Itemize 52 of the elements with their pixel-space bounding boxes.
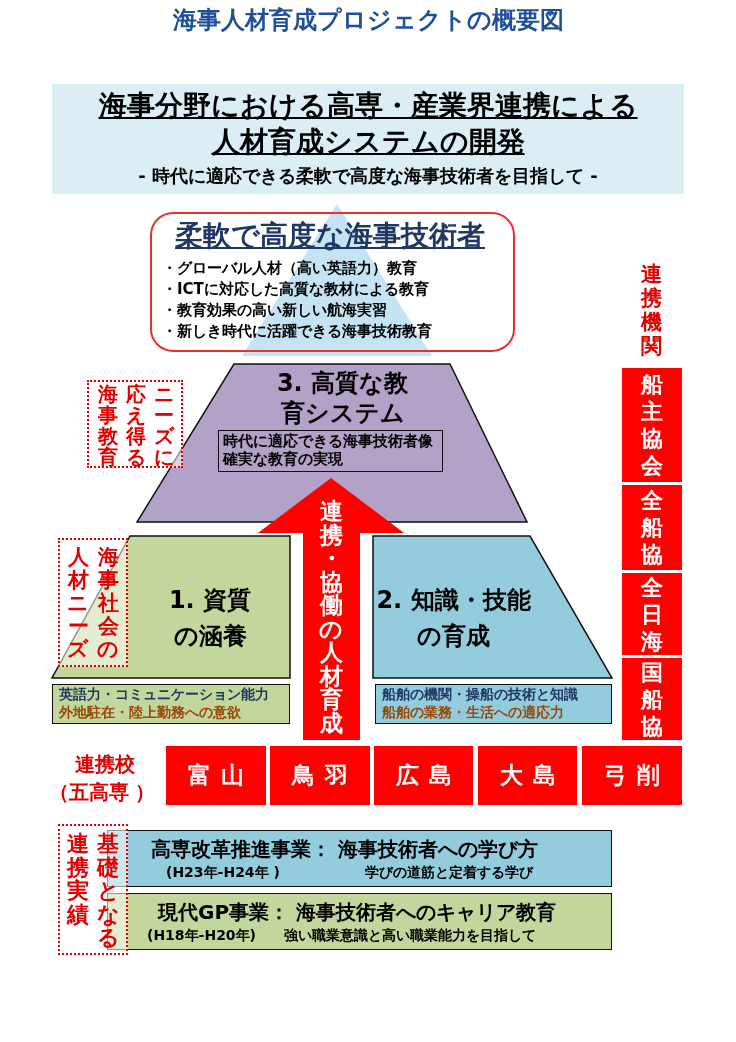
bullet-item: ・グローバル人材（高い英語力）教育 <box>162 259 417 278</box>
org-box <box>622 368 682 482</box>
project-title: 現代GP事業： 海事技術者へのキャリア教育 <box>158 899 557 926</box>
side-label: 連携校 <box>75 751 135 778</box>
block-title: 3. 高質な教育システム <box>275 368 410 428</box>
note-box <box>218 430 443 472</box>
school-name: 弓削 <box>603 761 670 790</box>
project-goal: 学びの道筋と定着する学び <box>365 864 533 882</box>
school-name: 大島 <box>498 761 566 790</box>
org-box <box>622 485 682 570</box>
school-box <box>582 746 682 805</box>
school-name: 鳥羽 <box>290 761 358 790</box>
caption-text: 英語力・コミュニケーション能力 <box>59 686 269 704</box>
bullet-item: ・ICTに対応した高質な教材による教育 <box>162 280 429 299</box>
bullet-item: ・教育効果の高い新しい航海実習 <box>162 301 387 320</box>
org-name: 国船協 <box>640 658 664 740</box>
org-name: 船主協会 <box>640 371 664 479</box>
note-text: 時代に適応できる海事技術者像確実な教育の実現 <box>223 432 434 468</box>
vertical-note: 基礎となる連携実績 <box>65 832 121 950</box>
dotted-box <box>58 538 128 667</box>
caption-box <box>375 684 612 724</box>
dotted-box <box>87 380 183 468</box>
school-box <box>478 746 577 805</box>
school-name: 富山 <box>187 761 254 790</box>
school-box <box>374 746 473 805</box>
org-name: 全日海 <box>640 573 664 655</box>
banner-heading: 海事分野における高専・産業界連携による人材育成システムの開発 <box>98 88 638 160</box>
caption-box <box>52 684 290 724</box>
project-period: (H18年-H20年) <box>147 927 256 945</box>
school-box <box>270 746 370 805</box>
title-banner <box>52 84 684 194</box>
caption-text: 船舶の機関・操船の技術と知識 <box>382 686 578 704</box>
caption-text: 外地駐在・陸上勤務への意欲 <box>59 704 241 722</box>
bullet-item: ・新しき時代に活躍できる海事技術教育 <box>162 322 432 341</box>
project-goal: 強い職業意識と高い職業能力を目指して <box>284 927 536 945</box>
vertical-note: ニーズに応え得る海事教育 <box>97 384 176 468</box>
project-title: 高専改革推進事業： 海事技術者への学び方 <box>151 836 538 863</box>
page-title: 海事人材育成プロジェクトの概要図 <box>172 4 564 36</box>
caption-text: 船舶の業務・生活への適応力 <box>382 704 564 722</box>
school-name: 広島 <box>394 761 462 790</box>
arrow-label: 連携・協働の人材育成 <box>318 500 344 735</box>
block-title: 2. 知識・技能の育成 <box>375 585 532 652</box>
org-box <box>622 658 682 740</box>
vertical-note: 海事社会の人材ニーズ <box>66 546 120 661</box>
side-label: （五高専 ） <box>48 779 156 806</box>
banner-subtitle: - 時代に適応できる柔軟で高度な海事技術者を目指して - <box>138 164 598 188</box>
org-name: 全船協 <box>640 487 664 568</box>
box-heading: 柔軟で高度な海事技術者 <box>175 218 485 254</box>
project-period: (H23年-H24年 ) <box>166 864 280 882</box>
school-box <box>166 746 266 805</box>
org-box <box>622 573 682 655</box>
block-title: 1. 資質の涵養 <box>167 585 253 652</box>
